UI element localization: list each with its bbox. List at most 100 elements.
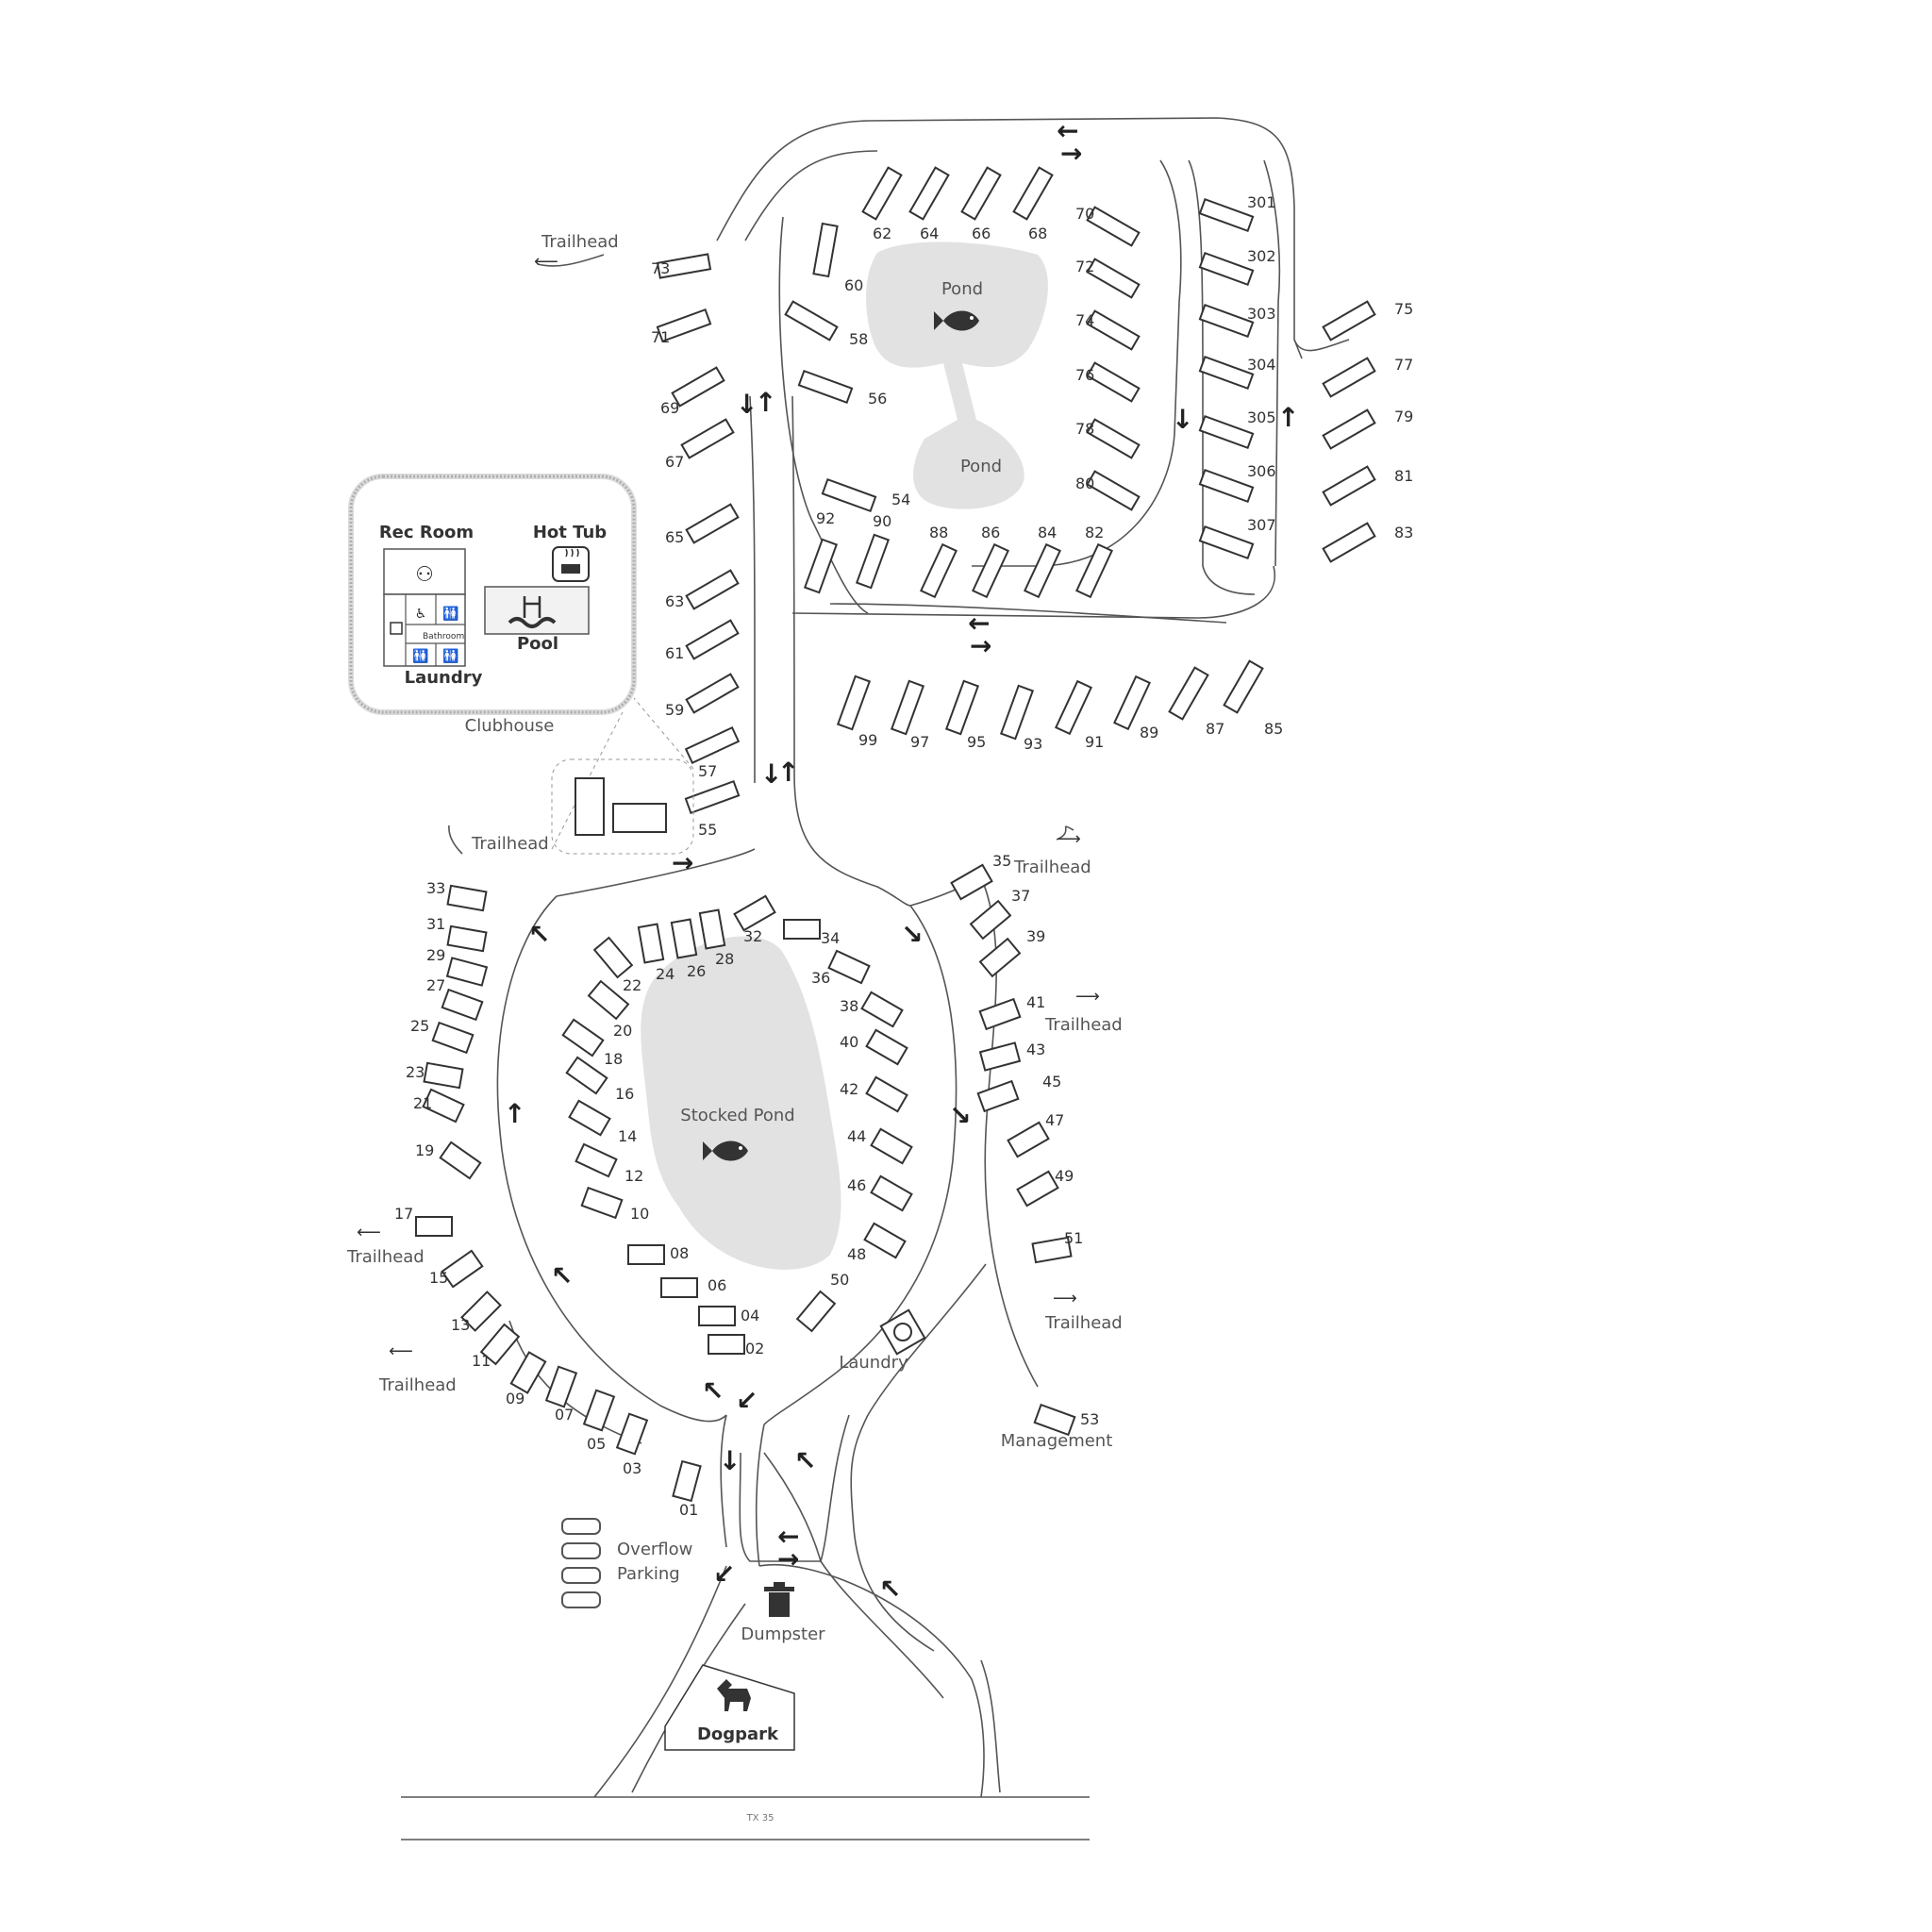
- campsite-31[interactable]: 31: [426, 915, 488, 953]
- campsite-69[interactable]: 69: [660, 366, 725, 417]
- campsite-pad[interactable]: [978, 1041, 1022, 1072]
- campsite-pad[interactable]: [865, 1075, 908, 1113]
- campsite-pad[interactable]: [1016, 1170, 1059, 1208]
- campsite-pad[interactable]: [1322, 357, 1376, 398]
- campsite-67[interactable]: 67: [665, 418, 735, 471]
- campsite-38[interactable]: 38: [840, 991, 904, 1028]
- campsite-pad[interactable]: [637, 923, 665, 964]
- campsite-pad[interactable]: [685, 673, 740, 714]
- campsite-pad[interactable]: [1086, 258, 1141, 299]
- campsite-35[interactable]: 35: [950, 852, 1012, 901]
- campsite-43[interactable]: 43: [978, 1041, 1045, 1072]
- campsite-pad[interactable]: [861, 166, 903, 221]
- campsite-pad[interactable]: [680, 418, 735, 459]
- campsite-pad[interactable]: [784, 300, 839, 341]
- campsite-pad[interactable]: [1031, 1236, 1073, 1264]
- campsite-88[interactable]: 88: [920, 524, 958, 599]
- campsite-93[interactable]: 93: [999, 684, 1042, 753]
- campsite-pad[interactable]: [685, 569, 740, 610]
- campsite-pad[interactable]: [827, 949, 871, 985]
- campsite-83[interactable]: 83: [1322, 522, 1414, 563]
- campsite-pad[interactable]: [441, 988, 484, 1022]
- campsite-55[interactable]: 55: [684, 779, 741, 839]
- campsite-61[interactable]: 61: [665, 619, 740, 662]
- campsite-03[interactable]: 03: [615, 1412, 649, 1477]
- campsite-303[interactable]: 303: [1198, 303, 1276, 339]
- campsite-21[interactable]: 21: [413, 1088, 465, 1124]
- campsite-74[interactable]: 74: [1075, 309, 1141, 351]
- campsite-77[interactable]: 77: [1322, 356, 1414, 398]
- campsite-pad[interactable]: [587, 979, 630, 1021]
- campsite-pad[interactable]: [870, 1174, 913, 1212]
- campsite-pad[interactable]: [978, 937, 1022, 978]
- campsite-60[interactable]: 60: [812, 222, 863, 294]
- campsite-87[interactable]: 87: [1168, 666, 1225, 738]
- campsite-13[interactable]: 13: [451, 1291, 502, 1334]
- campsite-pad[interactable]: [1322, 522, 1376, 563]
- campsite-pad[interactable]: [698, 908, 726, 950]
- campsite-75[interactable]: 75: [1322, 300, 1414, 341]
- campsite-pad[interactable]: [708, 1334, 745, 1355]
- campsite-46[interactable]: 46: [847, 1174, 913, 1212]
- campsite-37[interactable]: 37: [969, 887, 1030, 941]
- campsite-pad[interactable]: [1075, 542, 1113, 599]
- campsite-04[interactable]: 04: [698, 1306, 759, 1326]
- campsite-pad[interactable]: [1198, 197, 1255, 233]
- campsite-pad[interactable]: [1322, 465, 1376, 507]
- campsite-pad[interactable]: [615, 1412, 649, 1456]
- campsite-pad[interactable]: [460, 1291, 502, 1332]
- campsite-71[interactable]: 71: [651, 308, 712, 346]
- campsite-302[interactable]: 302: [1198, 247, 1276, 287]
- campsite-86[interactable]: 86: [972, 524, 1009, 599]
- campsite-50[interactable]: 50: [795, 1271, 849, 1333]
- campsite-80[interactable]: 80: [1075, 470, 1141, 511]
- campsite-pad[interactable]: [803, 538, 839, 594]
- campsite-pad[interactable]: [1086, 418, 1141, 459]
- campsite-99[interactable]: 99: [836, 675, 877, 749]
- campsite-79[interactable]: 79: [1322, 408, 1414, 450]
- campsite-22[interactable]: 22: [592, 936, 641, 994]
- campsite-28[interactable]: 28: [698, 908, 735, 968]
- campsite-pad[interactable]: [795, 1290, 837, 1333]
- campsite-pad[interactable]: [627, 1244, 665, 1265]
- campsite-pad[interactable]: [544, 1365, 578, 1408]
- campsite-72[interactable]: 72: [1075, 258, 1141, 299]
- campsite-65[interactable]: 65: [665, 503, 740, 546]
- campsite-pad[interactable]: [575, 1142, 618, 1178]
- campsite-78[interactable]: 78: [1075, 418, 1141, 459]
- campsite-18[interactable]: 18: [561, 1018, 624, 1068]
- campsite-58[interactable]: 58: [784, 300, 869, 348]
- campsite-pad[interactable]: [969, 899, 1012, 941]
- campsite-301[interactable]: 301: [1198, 193, 1276, 233]
- campsite-pad[interactable]: [656, 253, 712, 279]
- campsite-pad[interactable]: [445, 957, 489, 987]
- campsite-24[interactable]: 24: [637, 923, 675, 983]
- campsite-26[interactable]: 26: [670, 918, 707, 980]
- campsite-pad[interactable]: [1198, 414, 1255, 450]
- campsite-pad[interactable]: [670, 918, 698, 959]
- campsite-pad[interactable]: [580, 1186, 624, 1220]
- campsite-pad[interactable]: [1086, 361, 1141, 403]
- campsite-pad[interactable]: [415, 1216, 453, 1237]
- campsite-pad[interactable]: [863, 1222, 907, 1259]
- campsite-48[interactable]: 48: [847, 1222, 907, 1263]
- campsite-pad[interactable]: [812, 222, 839, 278]
- campsite-33[interactable]: 33: [426, 879, 488, 912]
- campsite-25[interactable]: 25: [410, 1017, 475, 1055]
- campsite-pad[interactable]: [1198, 525, 1255, 560]
- campsite-54[interactable]: 54: [821, 477, 910, 513]
- campsite-pad[interactable]: [960, 166, 1002, 221]
- campsite-pad[interactable]: [1055, 679, 1092, 736]
- campsite-pad[interactable]: [561, 1018, 605, 1058]
- campsite-40[interactable]: 40: [840, 1028, 908, 1066]
- campsite-53[interactable]: 53: [1033, 1403, 1100, 1437]
- campsite-89[interactable]: 89: [1113, 675, 1158, 741]
- campsite-36[interactable]: 36: [811, 949, 871, 987]
- campsite-82[interactable]: 82: [1075, 524, 1113, 599]
- campsite-pad[interactable]: [656, 308, 712, 343]
- campsite-pad[interactable]: [999, 684, 1035, 741]
- campsite-91[interactable]: 91: [1055, 679, 1104, 751]
- campsite-pad[interactable]: [1223, 659, 1264, 714]
- campsite-pad[interactable]: [1024, 542, 1061, 599]
- campsite-97[interactable]: 97: [890, 679, 929, 751]
